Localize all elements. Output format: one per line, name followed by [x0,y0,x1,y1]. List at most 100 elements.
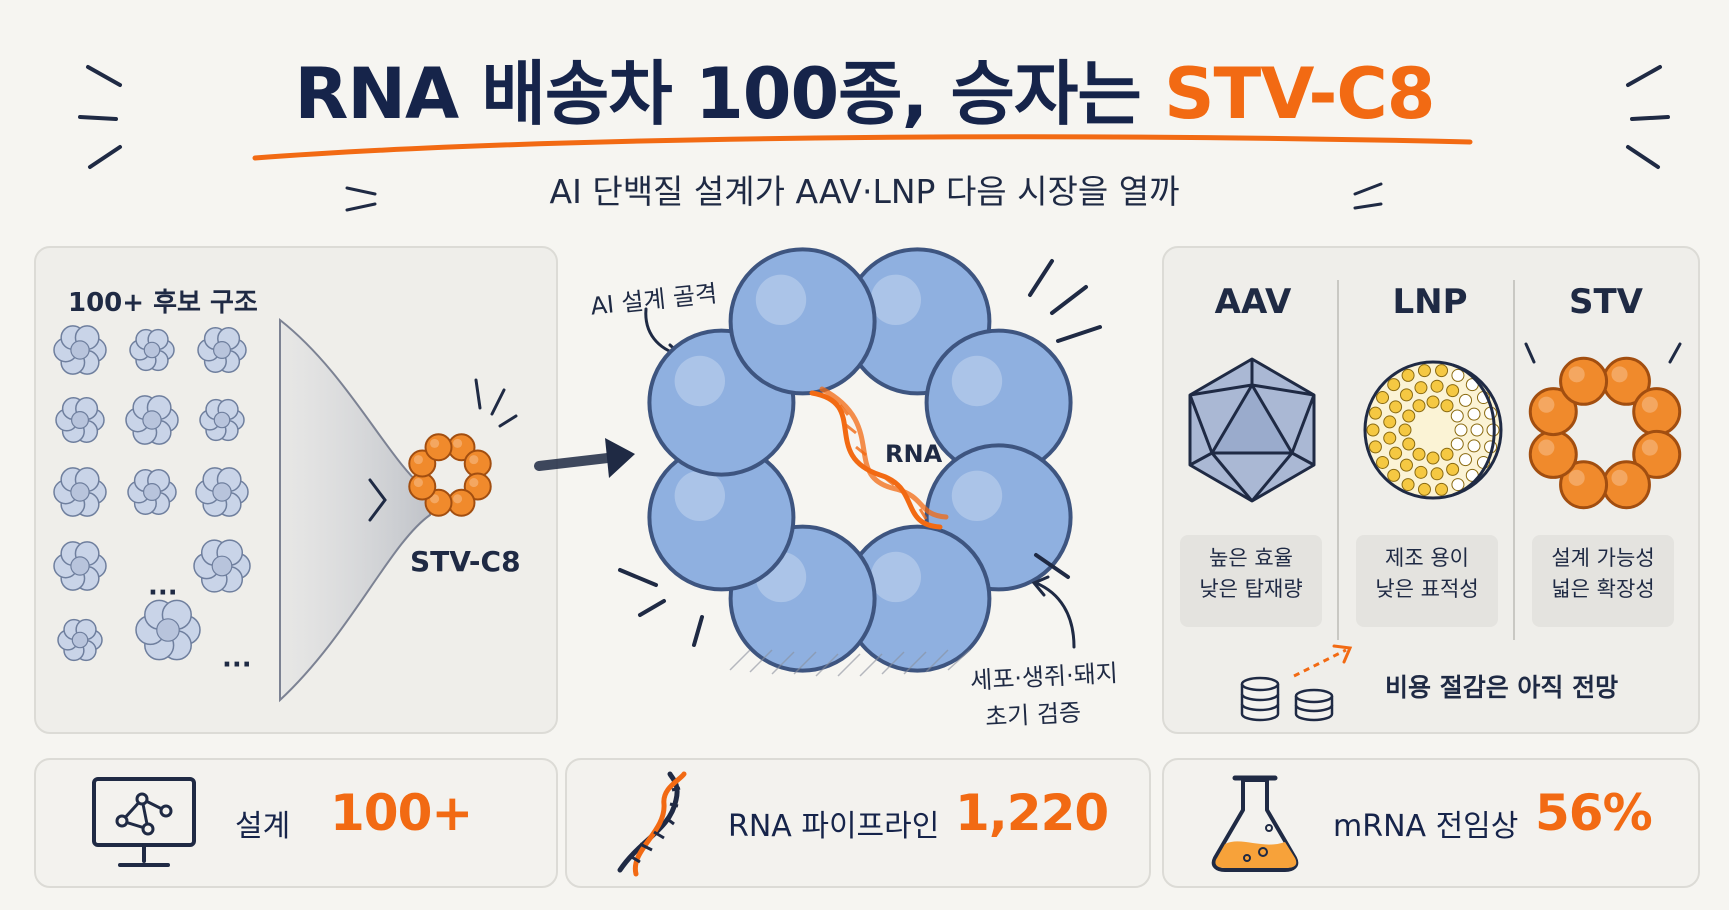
candidate-structure [53,541,107,591]
ellipsis-2: ··· [222,650,252,680]
stv-right-ring-highlight [1641,396,1658,413]
stv-right-ring-subunit [1528,387,1578,437]
aav-note-line-2: 낮은 탑재량 [1199,577,1303,601]
rna-label: RNA [885,440,943,468]
candidate-structure [55,397,105,443]
stv-small-ring-highlight [413,455,423,465]
column-heading-stv: STV [1569,282,1643,322]
aav-icosahedron-icon [1188,357,1316,503]
stv-right-ring-highlight [1611,469,1628,486]
lipid-bead [1383,415,1397,429]
winner-label: STV-C8 [410,545,521,578]
stv-right-ring-highlight [1641,439,1658,456]
lipid-bead [1376,455,1390,469]
candidate-structure [135,599,201,661]
subtitle-marks [345,182,1383,212]
lipid-bead [1435,364,1449,378]
stv-right-ring-highlight [1611,366,1628,383]
lipid-bead [1402,437,1416,451]
dna-icon [617,771,687,877]
stv-right-ring-subunit [1559,356,1609,406]
protein-subunit-ring-highlight [870,551,922,603]
funnel-shape [279,317,431,703]
flow-arrow [534,438,635,478]
lipid-bead [1376,391,1390,405]
stv-right-sparks [1524,342,1682,364]
lipid-bead [1450,409,1464,423]
lipid-bead [1440,447,1454,461]
stv-small-ring-highlight [430,438,440,448]
protein-subunit-ring-highlight [870,274,922,326]
column-heading-lnp: LNP [1392,282,1468,322]
stv-note-line-2: 넓은 확장성 [1551,577,1655,601]
candidate-core [156,618,180,642]
lnp-note-line-2: 낮은 표적성 [1375,577,1479,601]
candidate-core [211,555,233,577]
stv-right-ring-subunit [1601,460,1651,510]
lipid-bead [1398,423,1412,437]
candidate-core [70,482,90,502]
stv-right-ring-highlight [1568,469,1585,486]
protein-subunit-ring-highlight [951,355,1003,407]
lipid-bead [1417,482,1431,496]
lipid-bead [1399,388,1413,402]
title-underline [252,134,1473,161]
lipid-bead [1383,431,1397,445]
lipid-bead [1459,453,1473,467]
cost-note: 비용 절감은 아직 전망 [1385,673,1619,702]
lipid-bead [1414,381,1428,395]
title-main: RNA 배송차 100종, 승자는 [294,53,1141,135]
lipid-bead [1402,409,1416,423]
stat-label-pipeline: RNA 파이프라인 [728,809,940,844]
coin-stack-icon [1240,676,1334,722]
stv-small-ring-highlight [453,494,463,504]
candidate-core [142,483,161,502]
stv-small-ring [408,433,492,517]
stat-value-designs: 100+ [330,784,473,842]
lipid-bead [1467,407,1481,421]
protein-subunit-ring-highlight [951,470,1003,522]
lipid-bead [1426,395,1440,409]
stv-small-ring-subunit [424,433,453,462]
ellipsis-1: ··· [148,578,178,608]
validation-line-2: 초기 검증 [984,698,1082,732]
stv-small-ring-highlight [413,478,423,488]
title-accent: STV-C8 [1164,53,1435,135]
stat-label-designs: 설계 [235,809,291,844]
candidate-structure [195,467,249,517]
candidate-grid [53,325,251,662]
validation-arrow [1031,575,1076,649]
stat-label-preclinical: mRNA 전임상 [1333,809,1519,844]
candidate-structure [53,467,107,517]
stv-note-line-1: 설계 가능성 [1551,546,1655,570]
column-heading-aav: AAV [1214,282,1292,322]
candidate-core [71,410,89,429]
lipid-bead [1459,393,1473,407]
protein-subunit-ring-subunit [728,247,877,396]
lnp-note-line-1: 제조 용이 [1385,546,1469,570]
protein-subunit-ring-highlight [674,470,726,522]
protein-subunit-ring [647,247,1073,673]
candidate-structure [129,328,175,372]
stv-small-ring-highlight [430,494,440,504]
subtitle: AI 단백질 설계가 AAV·LNP 다음 시장을 열까 [549,172,1180,211]
candidate-core [143,341,161,359]
stv-small-ring-highlight [469,455,479,465]
stv-right-ring-subunit [1632,429,1682,479]
lnp-nanoparticle-icon [1363,360,1503,500]
lipid-bead [1399,458,1413,472]
lipid-bead [1387,468,1401,482]
stv-ring-icon [1528,356,1682,510]
candidate-core [71,631,89,649]
lipid-bead [1467,439,1481,453]
stv-small-sparks [474,378,518,428]
lipid-bead [1401,368,1415,382]
lipid-bead [1451,478,1465,492]
candidates-heading: 100+ 후보 구조 [68,288,258,318]
candidate-structure [199,398,245,442]
shadow-hatch [729,649,971,677]
stv-right-ring-highlight [1538,439,1555,456]
candidate-core [142,410,162,430]
candidate-core [70,340,90,360]
stv-right-ring-highlight [1538,396,1555,413]
